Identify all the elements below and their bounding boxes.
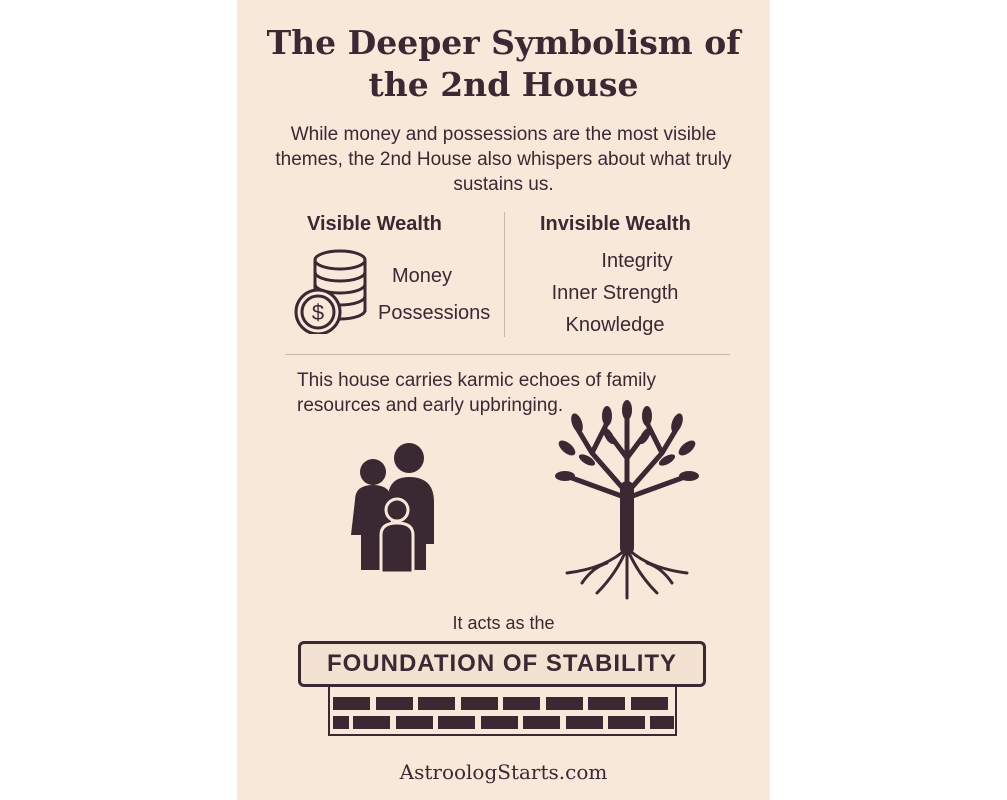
- svg-text:$: $: [312, 300, 324, 325]
- brick: [523, 716, 560, 729]
- brick: [395, 716, 433, 729]
- coin-stack-icon: $: [294, 249, 367, 334]
- brick: [565, 716, 603, 729]
- tree-with-roots-icon: [555, 400, 699, 600]
- column-divider: [504, 212, 505, 337]
- family-icon: [351, 443, 434, 575]
- foundation-banner: FOUNDATION OF STABILITY: [298, 641, 706, 687]
- acts-as-text: It acts as the: [452, 613, 555, 633]
- invisible-item-integrity: Integrity: [601, 250, 673, 272]
- page-title: The Deeper Symbolism of the 2nd House: [237, 22, 770, 106]
- invisible-item-inner-strength: Inner Strength: [551, 282, 679, 304]
- brick: [630, 697, 668, 710]
- brick: [608, 716, 645, 729]
- brick: [375, 697, 413, 710]
- brick-foundation-icon: [328, 684, 677, 736]
- brick: [650, 716, 674, 729]
- site-footer: AstroologStarts.com: [399, 760, 608, 784]
- title-line-2: the 2nd House: [368, 65, 639, 104]
- brick: [418, 697, 455, 710]
- karmic-text: This house carries karmic echoes of fami…: [297, 370, 657, 416]
- brick: [438, 716, 475, 729]
- title-line-1: The Deeper Symbolism of: [266, 23, 741, 62]
- visible-wealth-heading: Visible Wealth: [307, 213, 442, 235]
- intro-text: While money and possessions are the most…: [275, 124, 732, 195]
- invisible-item-knowledge: Knowledge: [565, 314, 665, 336]
- visible-item-money: Money: [392, 265, 453, 287]
- brick: [460, 697, 498, 710]
- visible-item-possessions: Possessions: [378, 302, 491, 324]
- invisible-wealth-heading: Invisible Wealth: [540, 213, 691, 235]
- brick: [545, 697, 583, 710]
- brick: [333, 697, 370, 710]
- brick: [353, 716, 390, 729]
- brick: [503, 697, 540, 710]
- brick: [333, 716, 349, 729]
- section-divider: [285, 354, 730, 355]
- brick: [480, 716, 518, 729]
- brick: [588, 697, 625, 710]
- infographic-card: The Deeper Symbolism of the 2nd House Wh…: [237, 0, 770, 800]
